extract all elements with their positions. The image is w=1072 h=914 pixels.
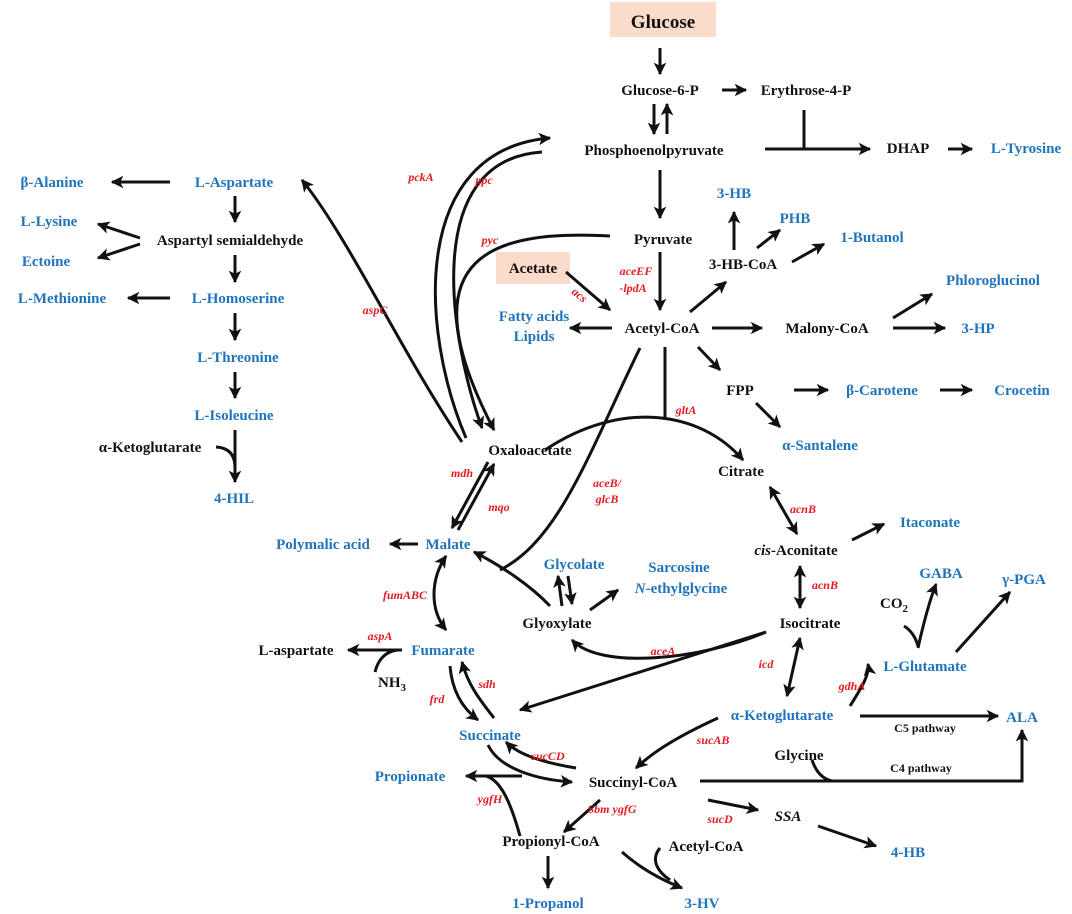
metabolite-labels: Glucose Glucose-6-P Erythrose-4-P Phosph… <box>18 12 1062 912</box>
node-glycolate: Glycolate <box>544 557 605 573</box>
node-acetyl-coa-lower: Acetyl-CoA <box>669 839 744 855</box>
enzyme-mqo: mqo <box>488 500 509 514</box>
node-oxaloacetate: Oxaloacetate <box>488 443 572 459</box>
node-4-hb: 4-HB <box>891 845 925 861</box>
node-4-hil: 4-HIL <box>214 491 254 507</box>
enzyme-mdh: mdh <box>451 466 473 480</box>
node-l-methionine: L-Methionine <box>18 291 107 307</box>
node-succinyl-coa: Succinyl-CoA <box>589 775 678 791</box>
enzyme-acnB-1: acnB <box>790 502 816 516</box>
node-alpha-ketoglutarate: α-Ketoglutarate <box>731 708 834 724</box>
node-malate: Malate <box>426 537 471 553</box>
node-glyoxylate: Glyoxylate <box>522 616 591 632</box>
node-beta-alanine: β-Alanine <box>21 175 84 191</box>
acetate-highlight-box <box>496 252 570 284</box>
node-phb: PHB <box>780 211 811 227</box>
node-1-butanol: 1-Butanol <box>840 230 903 246</box>
enzyme-sdh: sdh <box>477 677 496 691</box>
node-propionate: Propionate <box>375 769 446 785</box>
node-isocitrate: Isocitrate <box>780 616 841 632</box>
node-aspartyl-semialdehyde: Aspartyl semialdehyde <box>157 233 304 249</box>
enzyme-ygfH: ygfH <box>476 792 503 806</box>
node-l-threonine: L-Threonine <box>197 350 279 366</box>
node-alpha-ketoglutarate-left: α-Ketoglutarate <box>99 440 202 456</box>
node-malony-coa: Malony-CoA <box>785 321 868 337</box>
enzyme-labels: pckA ppc pyc aspC aceEF -lpdA acs gltA m… <box>363 170 866 826</box>
node-ala: ALA <box>1006 710 1038 726</box>
node-gaba: GABA <box>919 566 963 582</box>
node-glycine: Glycine <box>774 748 824 764</box>
node-acetyl-coa: Acetyl-CoA <box>625 321 700 337</box>
enzyme-aceEF: aceEF <box>620 264 653 278</box>
enzyme-acnB-2: acnB <box>812 578 838 592</box>
node-l-aspartate-lower: L-aspartate <box>259 643 334 659</box>
node-gamma-pga: γ-PGA <box>1001 572 1046 588</box>
glucose-highlight-box <box>610 2 716 37</box>
enzyme-frd: frd <box>430 692 446 706</box>
node-phloroglucinol: Phloroglucinol <box>946 273 1040 289</box>
node-fatty-acids: Fatty acids <box>499 309 570 325</box>
node-l-aspartate: L-Aspartate <box>195 175 274 191</box>
node-l-isoleucine: L-Isoleucine <box>194 408 274 424</box>
node-l-tyrosine: L-Tyrosine <box>991 141 1062 157</box>
node-erythrose-4-p: Erythrose-4-P <box>761 83 852 99</box>
enzyme-ppc: ppc <box>474 173 493 187</box>
node-3-hp: 3-HP <box>961 321 994 337</box>
node-co2: CO2 <box>880 596 909 615</box>
label-c5-pathway: C5 pathway <box>894 721 956 735</box>
node-propionyl-coa: Propionyl-CoA <box>502 834 599 850</box>
label-c4-pathway: C4 pathway <box>890 761 952 775</box>
node-3-hv: 3-HV <box>685 896 720 912</box>
node-beta-carotene: β-Carotene <box>846 383 918 399</box>
node-ssa: SSA <box>775 809 802 825</box>
enzyme-sbm-ygfG: Sbm ygfG <box>588 802 637 816</box>
enzyme-acs: acs <box>569 284 591 305</box>
node-ectoine: Ectoine <box>22 254 71 270</box>
node-sarcosine: Sarcosine <box>648 560 710 576</box>
pathway-arrows <box>96 48 1029 890</box>
enzyme-aceB: aceB/ <box>593 476 623 490</box>
enzyme-aspA: aspA <box>368 629 393 643</box>
node-dhap: DHAP <box>887 141 930 157</box>
enzyme-pyc: pyc <box>481 233 499 247</box>
enzyme-sucAB: sucAB <box>696 733 730 747</box>
enzyme-glcB: glcB <box>595 492 619 506</box>
enzyme-aceA: aceA <box>651 644 676 658</box>
node-citrate: Citrate <box>718 464 764 480</box>
enzyme-pckA: pckA <box>407 170 433 184</box>
enzyme-aspC: aspC <box>363 303 389 317</box>
node-n-ethylglycine: N-ethylglycine <box>634 581 728 597</box>
node-acetate: Acetate <box>509 261 558 277</box>
node-1-propanol: 1-Propanol <box>512 896 583 912</box>
enzyme-icd: icd <box>759 657 775 671</box>
node-alpha-santalene: α-Santalene <box>782 438 858 454</box>
enzyme-lpdA: -lpdA <box>619 281 646 295</box>
node-polymalic-acid: Polymalic acid <box>276 537 370 553</box>
node-itaconate: Itaconate <box>900 515 960 531</box>
node-crocetin: Crocetin <box>994 383 1050 399</box>
node-succinate: Succinate <box>459 728 521 744</box>
node-glucose-6-p: Glucose-6-P <box>621 83 698 99</box>
enzyme-sucD: sucD <box>706 812 733 826</box>
node-3-hb-coa: 3-HB-CoA <box>709 257 777 273</box>
enzyme-gdhA: gdhA <box>838 679 866 693</box>
enzyme-fumABC: fumABC <box>383 588 428 602</box>
node-l-lysine: L-Lysine <box>21 214 78 230</box>
enzyme-gltA: gltA <box>675 403 697 417</box>
node-glucose: Glucose <box>631 12 695 33</box>
node-lipids: Lipids <box>514 329 555 345</box>
node-pyruvate: Pyruvate <box>634 232 693 248</box>
node-nh3: NH3 <box>378 675 407 694</box>
node-fumarate: Fumarate <box>411 643 475 659</box>
node-fpp: FPP <box>726 383 754 399</box>
node-l-glutamate: L-Glutamate <box>883 659 967 675</box>
node-phosphoenolpyruvate: Phosphoenolpyruvate <box>584 143 724 159</box>
node-3-hb: 3-HB <box>717 186 751 202</box>
enzyme-sucCD: sucCD <box>530 749 565 763</box>
node-cis-aconitate: cis-Aconitate <box>754 543 838 559</box>
node-l-homoserine: L-Homoserine <box>192 291 285 307</box>
